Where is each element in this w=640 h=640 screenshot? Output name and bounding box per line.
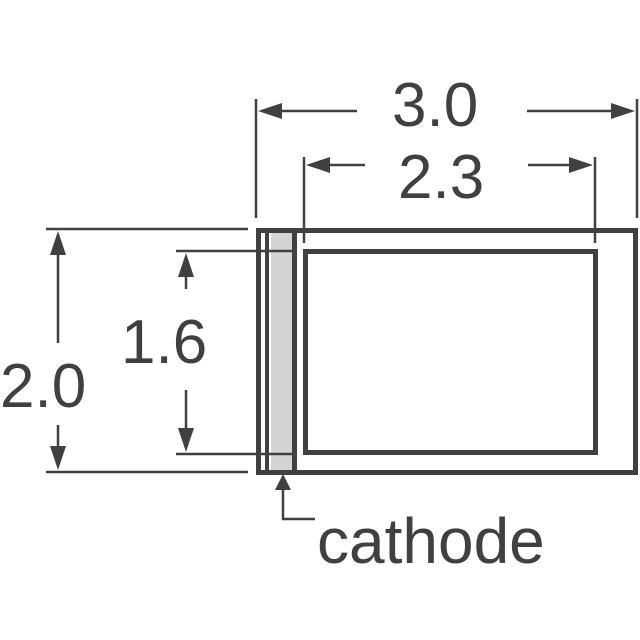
arrowhead-1-6-bottom <box>178 428 194 452</box>
inner-body-outline <box>303 249 598 455</box>
dim-label-2-3: 2.3 <box>398 143 485 212</box>
arrowhead-2-0-bottom <box>50 446 66 470</box>
arrowhead-2-3-right <box>569 157 593 173</box>
cathode-leader-line <box>281 486 315 521</box>
arrowhead-3-0-right <box>611 103 635 119</box>
dim-label-2-0: 2.0 <box>0 352 87 421</box>
arrowhead-2-3-left <box>306 157 330 173</box>
dim-label-1-6: 1.6 <box>121 308 208 377</box>
arrowhead-1-6-top <box>178 253 194 277</box>
arrowhead-cathode <box>275 474 291 490</box>
cathode-band <box>271 233 292 470</box>
arrowhead-2-0-top <box>50 231 66 255</box>
arrowhead-3-0-left <box>258 103 282 119</box>
cathode-label: cathode <box>317 505 545 577</box>
dim-label-3-0: 3.0 <box>392 71 479 140</box>
package-body-outline <box>256 228 638 475</box>
